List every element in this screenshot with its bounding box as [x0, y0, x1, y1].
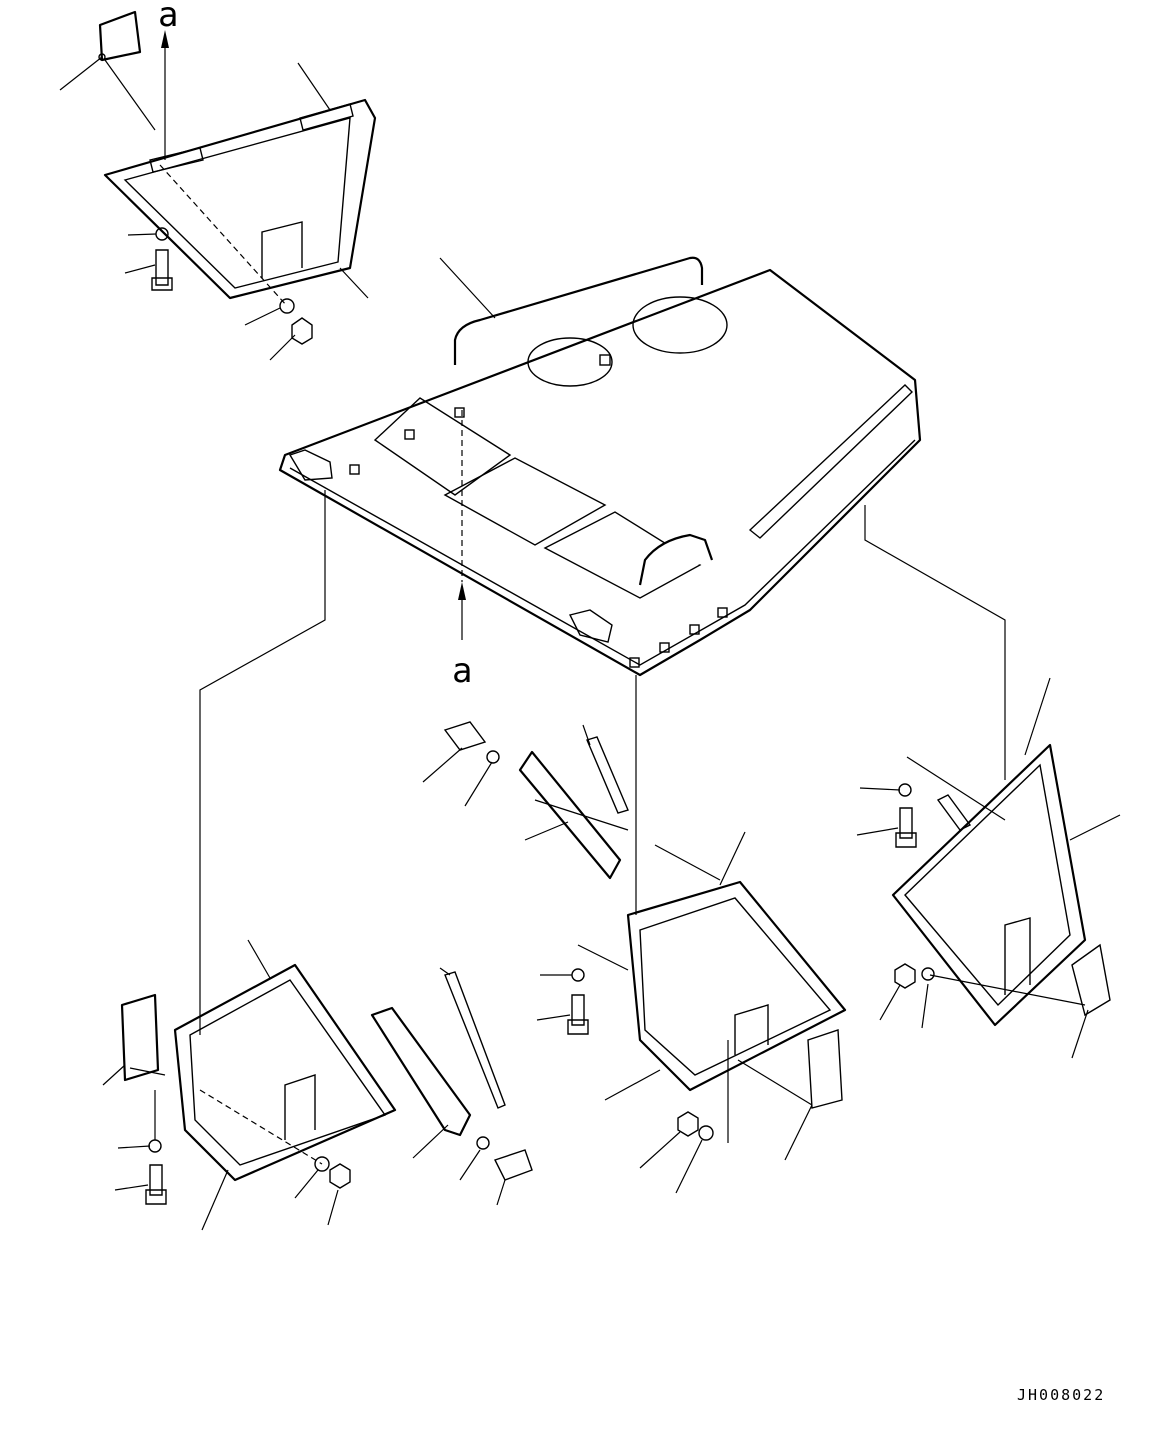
- view-arrow-bottom: a: [452, 582, 472, 691]
- cover-center: [443, 721, 847, 1141]
- view-label-bottom: a: [452, 651, 472, 691]
- view-label-top: a: [158, 0, 178, 35]
- hidden-alignment-lines: [159, 164, 463, 1165]
- leader-lines: [59, 56, 1121, 1231]
- drawing-code: JH008022: [1017, 1386, 1105, 1404]
- view-arrow-top: a: [158, 0, 178, 160]
- cover-top-left: [98, 10, 377, 345]
- cover-right: [891, 743, 1111, 1027]
- cover-lower-left: [120, 963, 533, 1205]
- main-floor-frame: [278, 256, 922, 677]
